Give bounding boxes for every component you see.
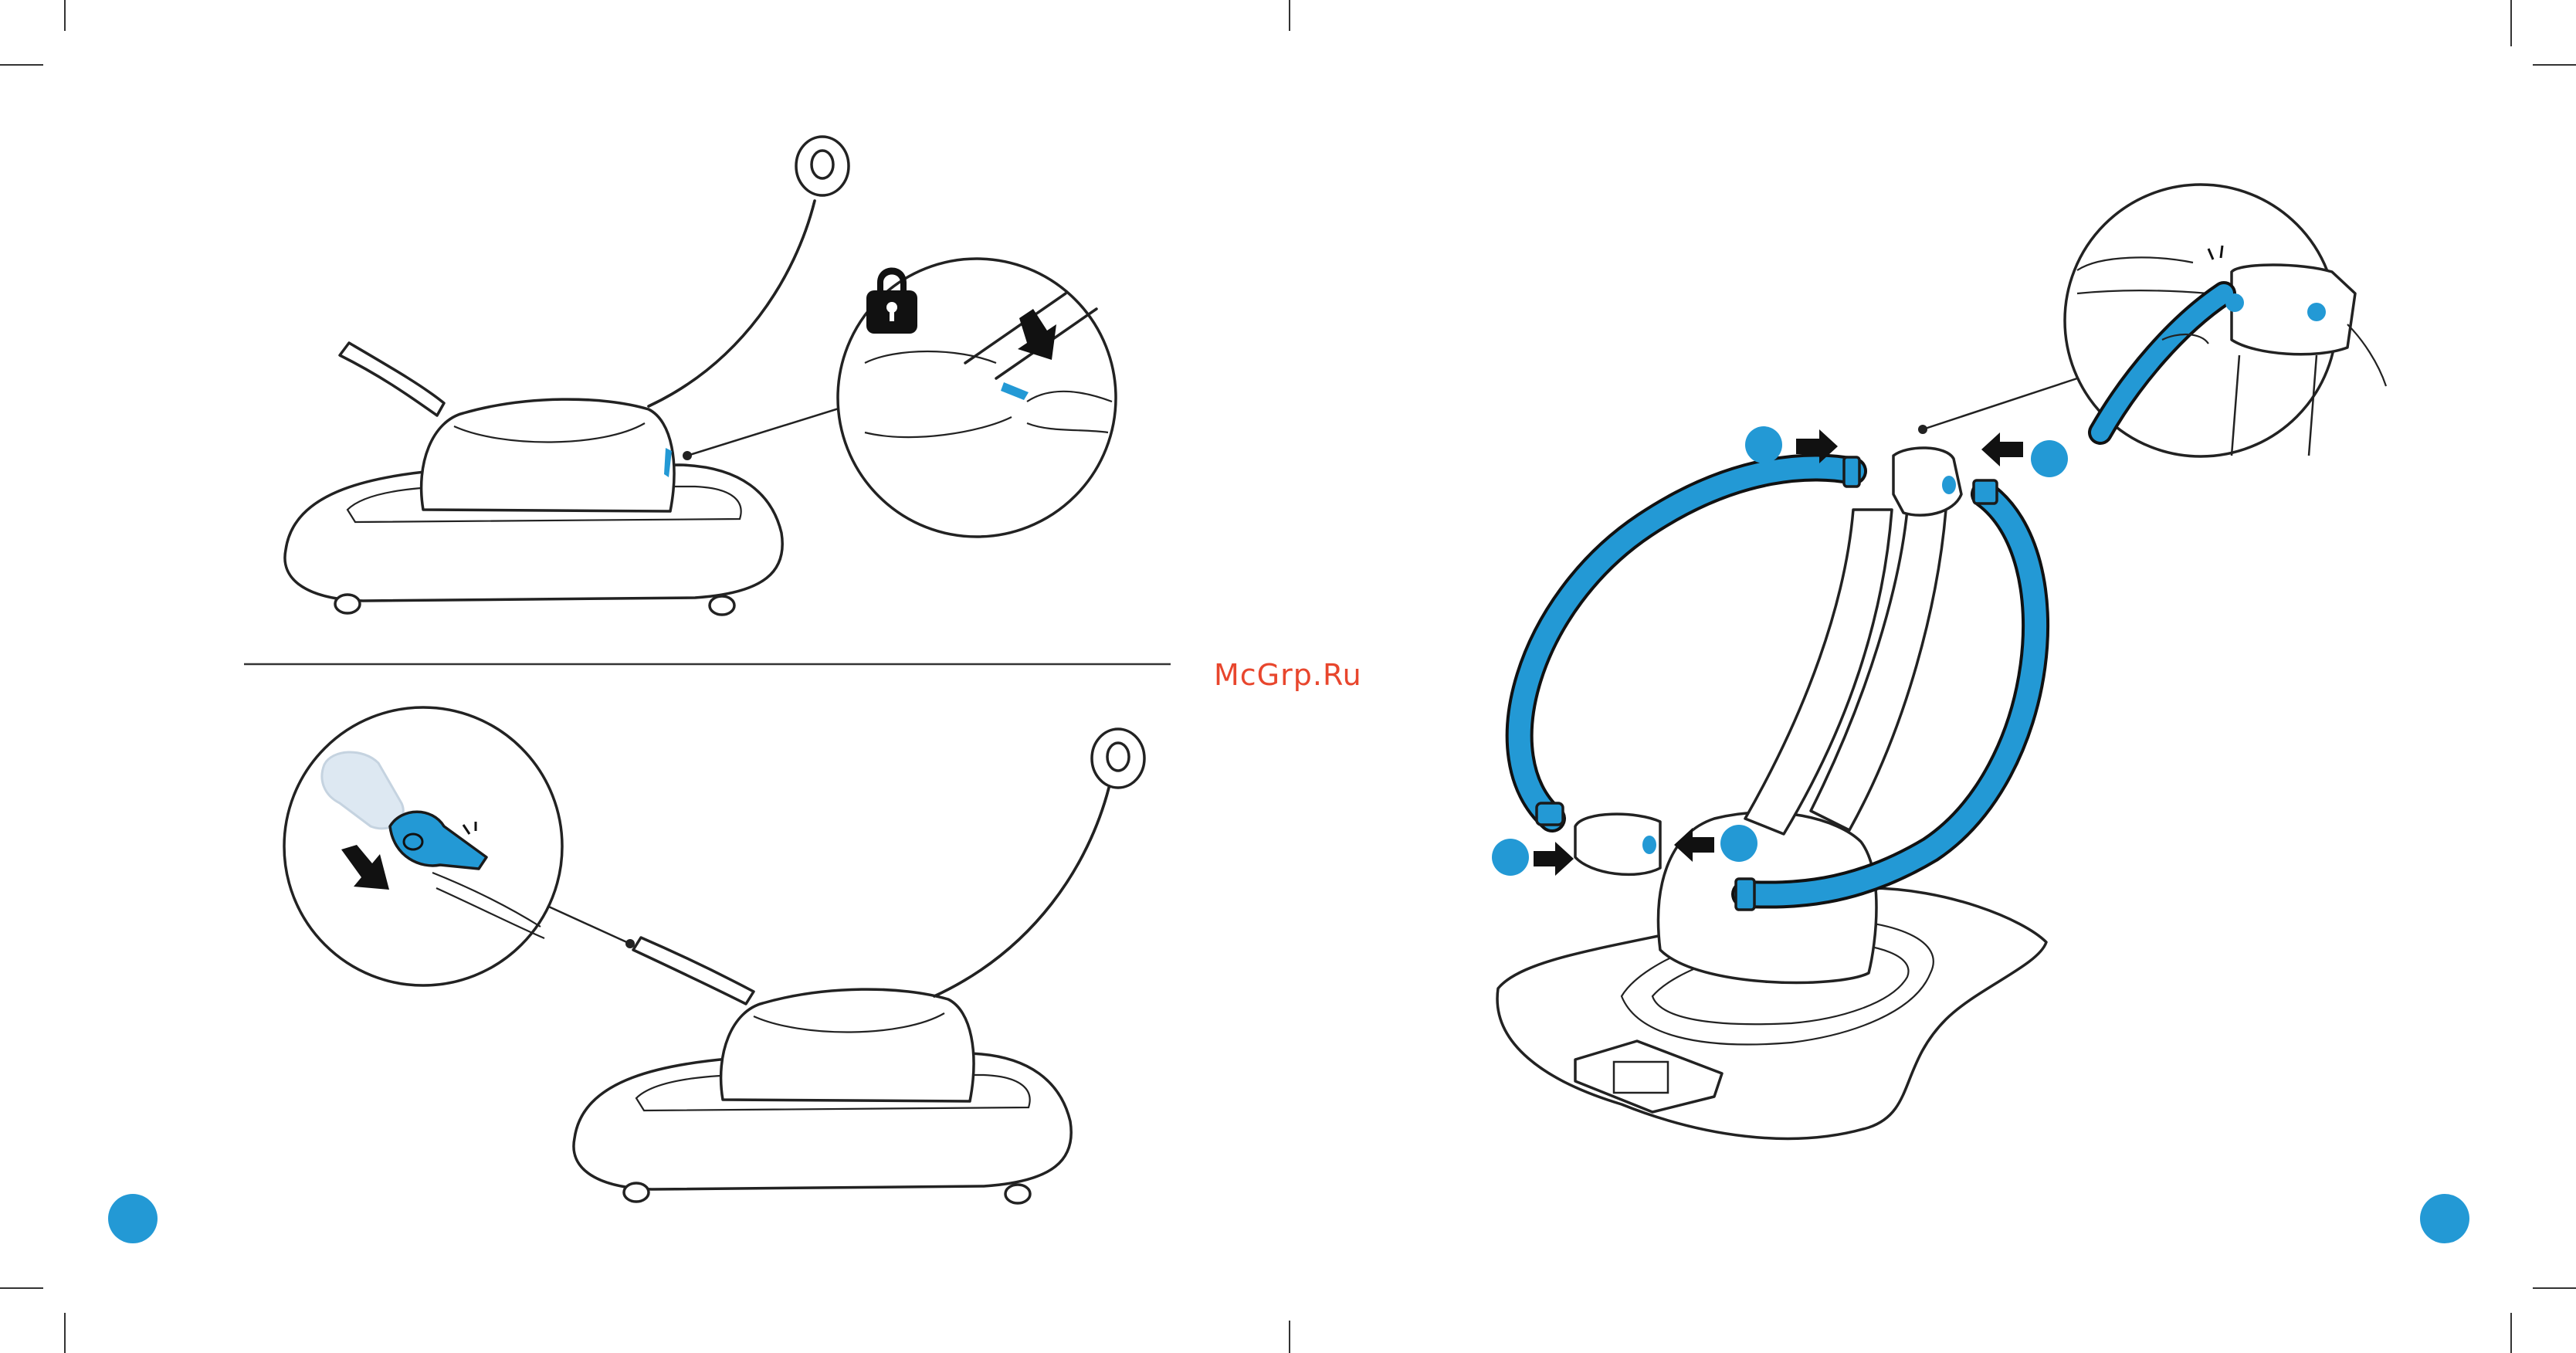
arrow-left-icon [1981, 432, 2023, 466]
swing-unit-top [285, 137, 861, 615]
callout-2 [2031, 440, 2068, 477]
callout-3 [1492, 839, 1529, 876]
swing-frame-assembly [1497, 378, 2077, 1138]
right-page-marker [2420, 1194, 2469, 1243]
swing-unit-bottom [525, 729, 1144, 1203]
frame-connector-inset [2065, 185, 2386, 456]
release-tab-inset [284, 707, 562, 985]
left-page-marker [108, 1194, 158, 1243]
arrow-right-icon [1534, 842, 1574, 876]
callout-1 [1745, 426, 1782, 463]
watermark-text: McGrp.Ru [1214, 658, 1362, 692]
callout-4 [1720, 825, 1757, 862]
